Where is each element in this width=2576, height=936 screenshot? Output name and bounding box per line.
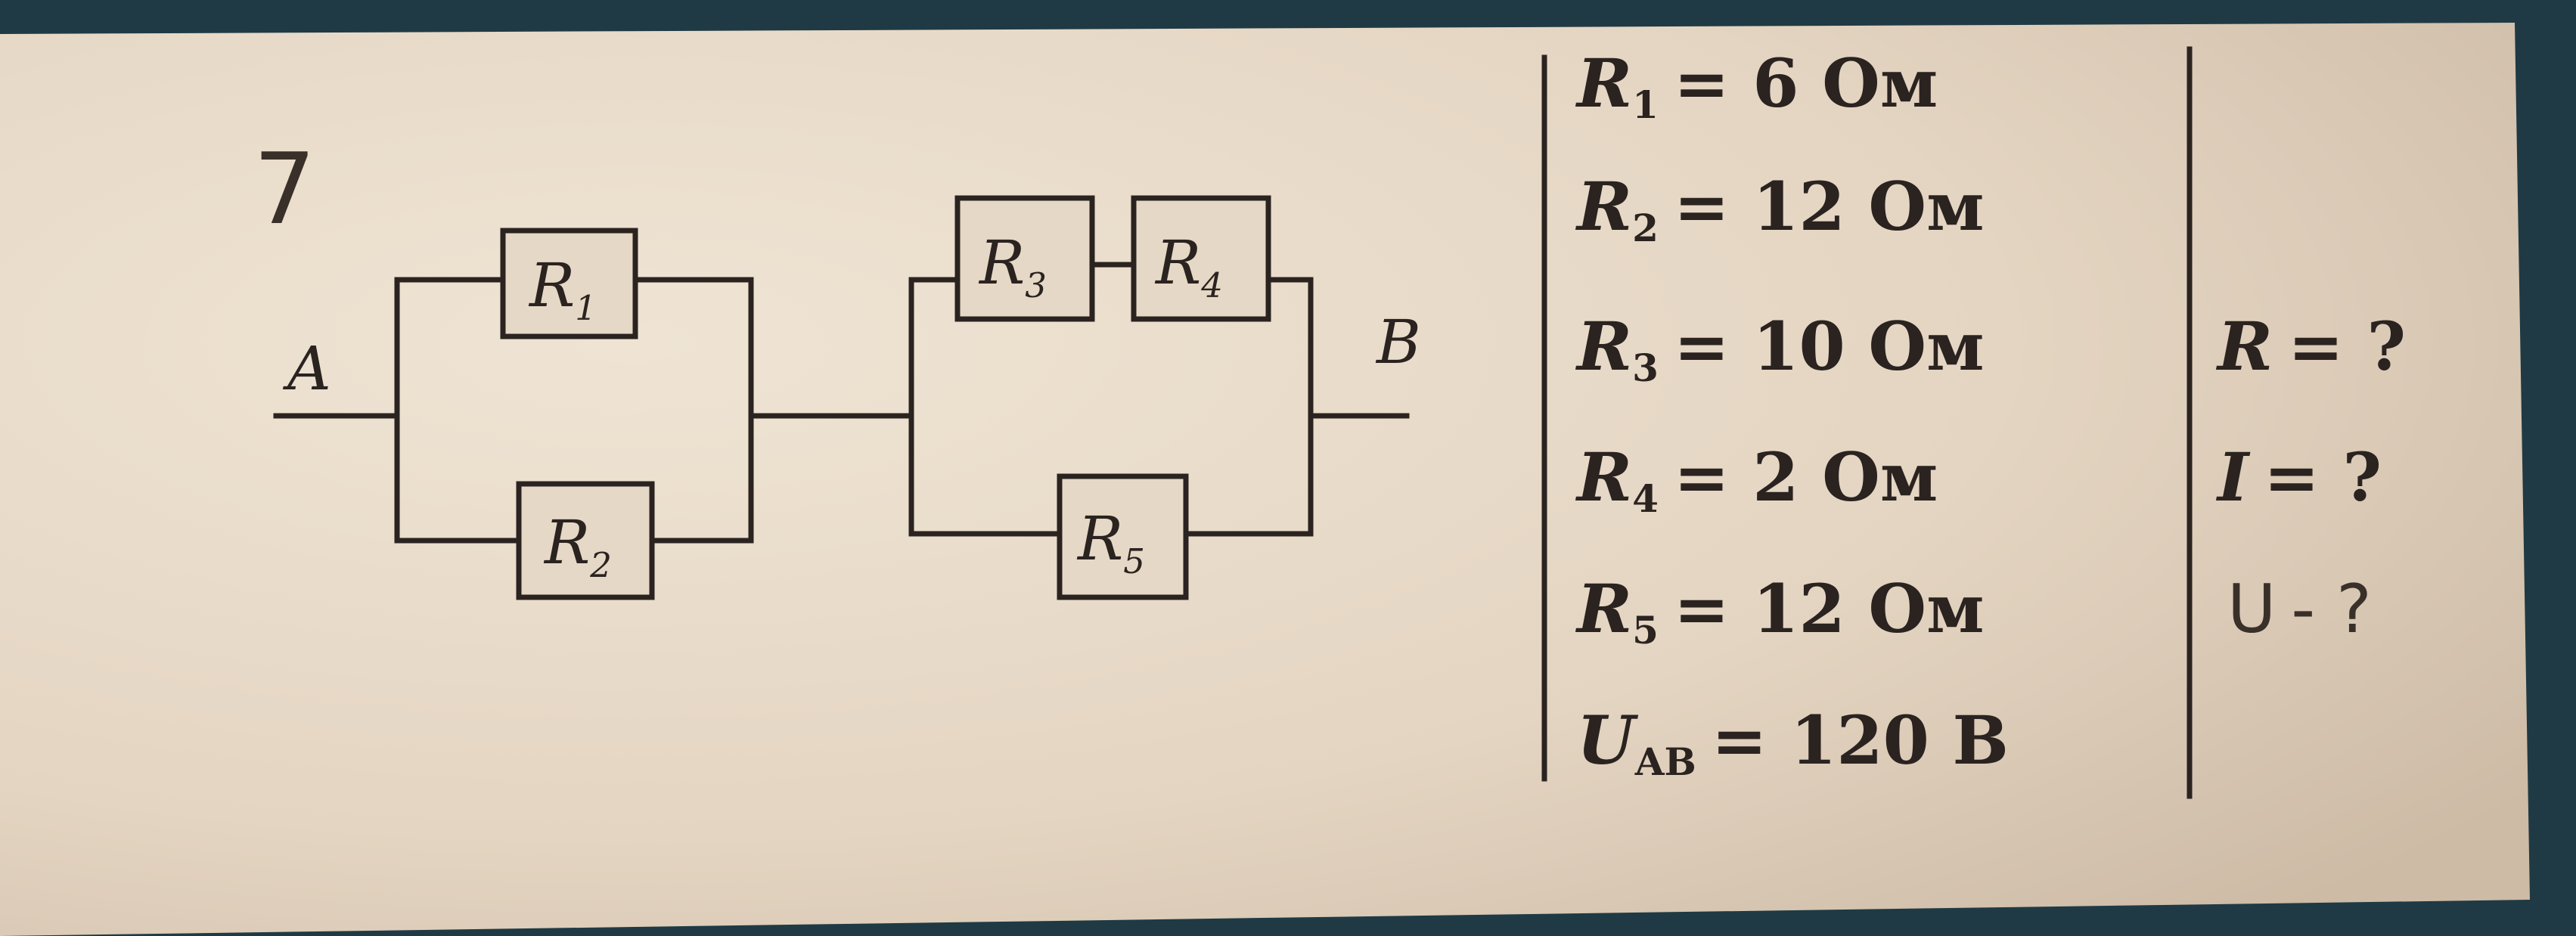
resistor-r2: R2	[516, 481, 655, 600]
node-b-label: B	[1375, 307, 1421, 377]
given-uab: UAB= 120 В	[1577, 701, 2009, 784]
find-u-handwritten: U- ?	[2227, 570, 2372, 648]
resistor-r3: R3	[954, 195, 1095, 322]
svg-text:R5: R5	[1076, 504, 1145, 581]
paper-card	[0, 23, 2530, 936]
circuit-diagram: A B R1 R2 R3 R4	[273, 195, 1421, 600]
svg-text:R2: R2	[543, 507, 612, 585]
find-r: R= ?	[2215, 307, 2406, 386]
given-r4: R4= 2 Ом	[1575, 438, 1938, 521]
given-r3: R3= 10 Ом	[1575, 307, 1985, 390]
given-r1: R1= 6 Ом	[1575, 44, 1938, 127]
resistor-r4: R4	[1131, 195, 1271, 322]
given-r2: R2= 12 Ом	[1575, 167, 1985, 250]
find-i: I= ?	[2215, 438, 2382, 516]
node-a-label: A	[282, 333, 331, 404]
given-r5: R5= 12 Ом	[1575, 569, 1985, 652]
resistor-r5: R5	[1057, 473, 1189, 600]
problem-number: 7	[253, 132, 316, 246]
find-list: R= ? I= ? U- ?	[2215, 307, 2406, 648]
svg-text:R3: R3	[978, 228, 1047, 305]
svg-text:R4: R4	[1154, 228, 1223, 305]
given-list: R1= 6 Ом R2= 12 Ом R3= 10 Ом R4= 2 Ом R5…	[1575, 44, 2009, 784]
resistor-r1: R1	[500, 228, 638, 339]
svg-text:R1: R1	[528, 250, 597, 328]
